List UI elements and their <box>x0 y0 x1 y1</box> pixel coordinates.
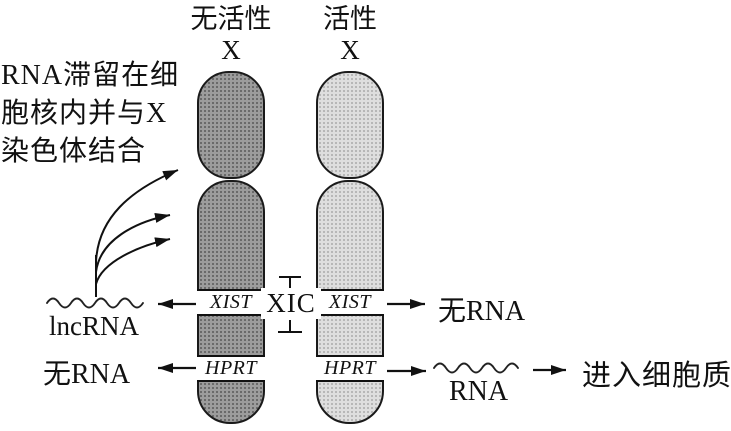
right-no-rna-label: 无RNA <box>438 296 526 327</box>
inactive-x-letter: X <box>221 35 241 65</box>
note-rna-retention: RNA滞留在细 胞核内并与X 染色体结合 <box>1 57 179 171</box>
active-x-letter: X <box>340 35 360 65</box>
inactive-hprt-label: HPRT <box>205 357 257 379</box>
active-hprt-band: HPRT <box>316 355 384 382</box>
lncrna-wavy-icon <box>46 297 144 309</box>
active-x-title: 活性 X <box>295 4 405 66</box>
xic-label: XIC <box>261 288 321 319</box>
note-line-1: RNA滞留在细 <box>1 60 180 91</box>
cytoplasm-destination-label: 进入细胞质 <box>582 360 731 392</box>
inactive-x-title: 无活性 X <box>176 4 286 66</box>
lncrna-binding-arrow-bottom <box>95 237 171 285</box>
rna-label: RNA <box>449 376 509 407</box>
rna-wavy-icon <box>433 362 519 374</box>
active-x-title-text: 活性 <box>323 4 377 34</box>
active-x-upper-arm <box>316 71 384 179</box>
inactive-xist-band: XIST <box>197 289 265 316</box>
active-xist-label: XIST <box>329 291 371 313</box>
note-line-3: 染色体结合 <box>1 136 147 167</box>
lncrna-binding-arrow-middle <box>95 213 171 273</box>
lncrna-label: lncRNA <box>49 311 139 341</box>
left-no-rna-label: 无RNA <box>43 359 131 390</box>
inactive-xist-label: XIST <box>210 291 252 313</box>
active-xist-band: XIST <box>316 289 384 316</box>
inactive-x-upper-arm <box>197 71 265 179</box>
note-line-2: 胞核内并与X <box>1 98 168 129</box>
inactive-x-title-text: 无活性 <box>190 4 272 34</box>
inactive-hprt-band: HPRT <box>197 355 265 382</box>
active-hprt-label: HPRT <box>324 357 376 379</box>
lncrna-binding-arrow-top <box>95 169 179 263</box>
